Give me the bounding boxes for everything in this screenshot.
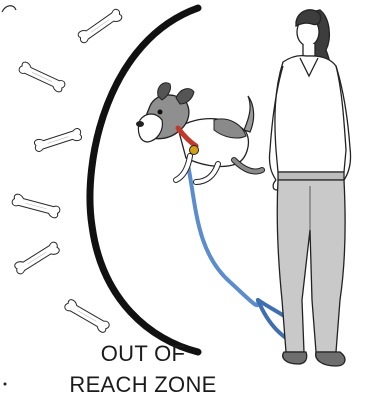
bone-icon <box>11 193 61 219</box>
bone-icon <box>76 7 123 46</box>
zone-label-line2: REACH ZONE <box>18 371 268 399</box>
bone-icon <box>17 61 67 94</box>
bone-icon <box>63 298 112 334</box>
bone-icon <box>33 126 83 154</box>
bone-icon <box>13 239 61 276</box>
zone-boundary-arc <box>90 8 198 352</box>
bone-icon <box>2 6 16 12</box>
dog <box>136 83 262 182</box>
bone-icons <box>2 6 124 334</box>
dot-mark <box>4 383 7 386</box>
zone-label-line1: OUT OF <box>18 340 268 368</box>
